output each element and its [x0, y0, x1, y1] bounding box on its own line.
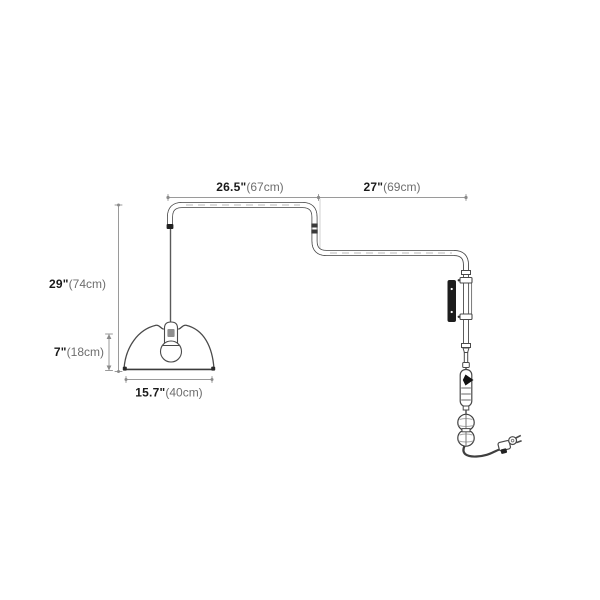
- plug-prong-2: [516, 440, 522, 444]
- ball-link: [461, 428, 471, 433]
- clamp-top: [459, 276, 473, 284]
- wall-plate-screw-top: [450, 287, 453, 291]
- label-shade-diameter: 15.7"(40cm): [135, 386, 202, 400]
- dim-shade-diameter-line: [124, 376, 214, 383]
- wall-plate-screw-bottom: [450, 310, 453, 314]
- switch-tail-cap: [462, 405, 470, 411]
- shade-rim-cap-left: [122, 366, 127, 371]
- lamp-arm-structure: [166, 202, 469, 349]
- clamp-bolt-bottom: [457, 315, 460, 318]
- label-drop-height: 29"(74cm): [49, 277, 106, 291]
- label-lower-arm: 27"(69cm): [364, 180, 421, 194]
- arm-step-connector: [311, 223, 318, 234]
- arm-end-cap: [166, 224, 174, 229]
- dim-upper-lower-arm-line: [166, 194, 468, 201]
- plug-prong-1: [515, 434, 522, 439]
- plug-head: [508, 436, 518, 446]
- dim-drop-height-line: [114, 203, 123, 373]
- clamp-bolt-top: [457, 279, 460, 282]
- upper-ring: [461, 270, 471, 275]
- clamp-bottom: [459, 313, 473, 321]
- label-shade-height: 7"(18cm): [54, 345, 104, 359]
- pendant-shade-assembly: [122, 229, 216, 371]
- switch-knob: [462, 374, 474, 386]
- shade-dome-right: [178, 324, 215, 370]
- label-upper-arm: 26.5"(67cm): [216, 180, 283, 194]
- telescope-rod: [468, 282, 473, 315]
- dimension-annotations: 26.5"(67cm) 27"(69cm) 29"(74cm) 7"(18cm): [49, 180, 468, 400]
- stem-connector: [462, 362, 470, 368]
- wall-plate: [447, 280, 456, 322]
- wall-mount-assembly: [447, 270, 473, 368]
- dim-shade-height-line: [105, 333, 113, 371]
- cord-winder-balls: [457, 413, 475, 447]
- tube-taper: [462, 347, 470, 353]
- plug-foot: [500, 448, 508, 454]
- socket-insert: [167, 329, 175, 337]
- arm-tube-fill2: [167, 202, 469, 349]
- arm-tube-outline: [167, 202, 469, 349]
- lower-ring: [461, 343, 471, 348]
- power-plug: [497, 434, 522, 454]
- shade-dome-left: [123, 324, 164, 370]
- cord-lower: [462, 445, 500, 458]
- bulb: [159, 340, 183, 363]
- shade-rim-cap-right: [211, 366, 216, 371]
- thin-stem: [463, 352, 469, 364]
- power-cord-assembly: [457, 367, 522, 458]
